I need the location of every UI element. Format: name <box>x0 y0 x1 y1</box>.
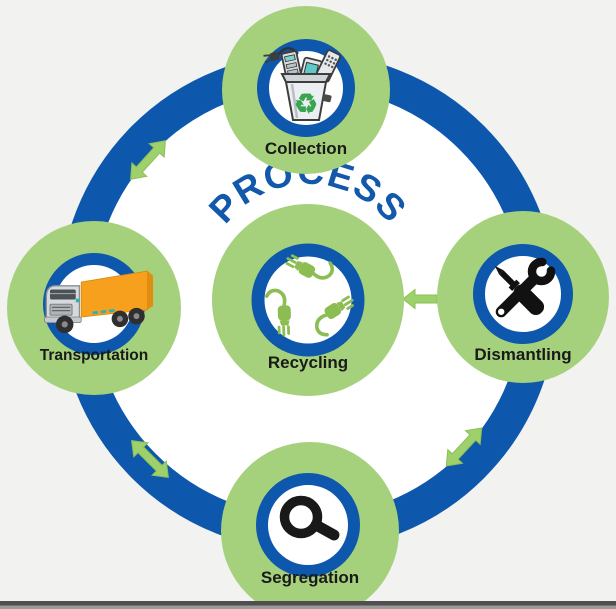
arrow-icon-dismantling-to-recycling <box>402 288 438 310</box>
ewaste-bin-icon: ♻ <box>263 47 341 121</box>
bottom-edge-line <box>0 601 616 606</box>
double-arrow-icon-top-left <box>130 140 166 180</box>
segregation-label: Segregation <box>261 568 359 587</box>
bottom-edge-shadow <box>0 605 616 609</box>
node-transportation: Transportation <box>7 221 181 395</box>
bin-side-connector <box>322 94 332 103</box>
node-dismantling: Dismantling <box>437 211 609 383</box>
transportation-label: Transportation <box>40 347 149 364</box>
recycling-label: Recycling <box>268 353 348 372</box>
bin-rim <box>280 73 332 83</box>
delivery-truck-icon <box>44 270 154 334</box>
magnifying-glass-icon <box>279 495 340 541</box>
node-recycling: Recycling <box>212 204 404 396</box>
double-arrow-icon-bottom-right <box>445 427 483 467</box>
truck-box-end <box>147 271 154 310</box>
collection-label: Collection <box>265 139 347 158</box>
recycle-symbol-icon: ♻ <box>294 89 318 119</box>
double-arrow-icon-bottom-left <box>131 440 169 478</box>
node-segregation: Segregation <box>221 442 399 609</box>
screwdriver-wrench-icon <box>494 257 556 318</box>
plugs-recycle-icon <box>264 254 354 337</box>
dismantling-label: Dismantling <box>474 345 571 364</box>
node-collection: ♻ Collection <box>222 6 390 174</box>
